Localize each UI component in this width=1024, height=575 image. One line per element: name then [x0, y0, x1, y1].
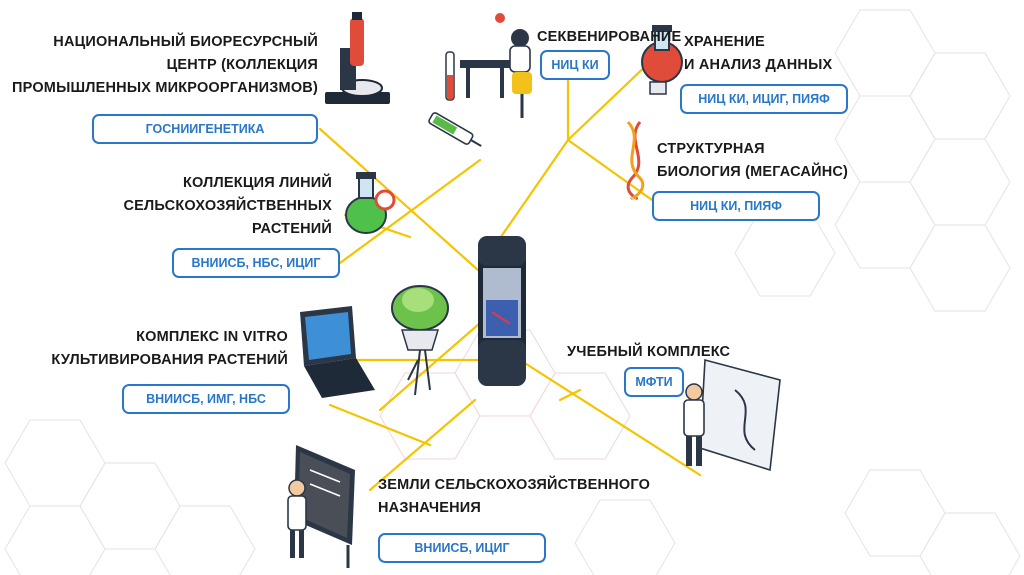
badge-plantlines: ВНИИСБ, НБС, ИЦИГ: [172, 248, 340, 278]
scientist-lab-icon: [445, 13, 532, 118]
flask-icon: [641, 25, 683, 95]
title-line: Хранение: [684, 34, 765, 50]
teacher-screen-icon: [683, 358, 781, 472]
title-line: Земли сельскохозяйственного: [378, 477, 651, 493]
title-line: Учебный комплекс: [567, 344, 731, 360]
node-title-structural: Структурная биология (Мегасайнс): [657, 138, 848, 184]
badge-invitro: ВНИИСБ, ИМГ, НБС: [122, 384, 290, 414]
node-title-storage: Хранение и анализ данных: [684, 31, 832, 77]
node-title-bioresource: Национальный биоресурсный центр (коллекц…: [12, 31, 318, 100]
plant-icon: [391, 285, 449, 396]
badge-bioresource: ГОСНИИГЕНЕТИКА: [92, 114, 318, 144]
laptop-icon: [300, 306, 375, 398]
board-teacher-icon: [287, 445, 355, 568]
title-line: Коллекция линий: [182, 175, 332, 191]
title-line: биология (Мегасайнс): [657, 164, 849, 180]
bioreactor-icon: [478, 236, 526, 386]
title-line: центр (коллекция: [166, 57, 318, 73]
title-line: Комплекс in vitro: [136, 329, 288, 345]
title-line: Структурная: [657, 141, 765, 157]
node-title-sequencing: Секвенирование: [537, 26, 681, 49]
node-title-plantlines: Коллекция линий сельскохозяйственных рас…: [124, 172, 333, 241]
syringe-icon: [428, 112, 482, 147]
title-line: и анализ данных: [684, 57, 833, 73]
node-title-education: Учебный комплекс: [567, 341, 730, 364]
badge-structural: НИЦ КИ, ПИЯФ: [652, 191, 820, 221]
title-line: Секвенирование: [537, 29, 682, 45]
title-line: растений: [251, 221, 332, 237]
flask-magnifier-icon: [345, 172, 396, 234]
connector-lines: [318, 58, 702, 492]
title-line: назначения: [378, 500, 482, 516]
node-title-invitro: Комплекс in vitro культивирования растен…: [51, 326, 288, 372]
badge-storage: НИЦ КИ, ИЦИГ, ПИЯФ: [680, 84, 848, 114]
node-title-lands: Земли сельскохозяйственного назначения: [378, 474, 650, 520]
title-line: промышленных микроорганизмов): [12, 80, 318, 96]
badge-sequencing: НИЦ КИ: [540, 50, 610, 80]
title-line: сельскохозяйственных: [123, 198, 332, 214]
title-line: Национальный биоресурсный: [53, 34, 318, 50]
background-hexagon-pattern: [4, 9, 1021, 575]
badge-education: МФТИ: [624, 367, 684, 397]
dna-icon: [626, 120, 645, 200]
microscope-icon: [325, 12, 390, 104]
title-line: культивирования растений: [51, 352, 288, 368]
badge-lands: ВНИИСБ, ИЦИГ: [378, 533, 546, 563]
